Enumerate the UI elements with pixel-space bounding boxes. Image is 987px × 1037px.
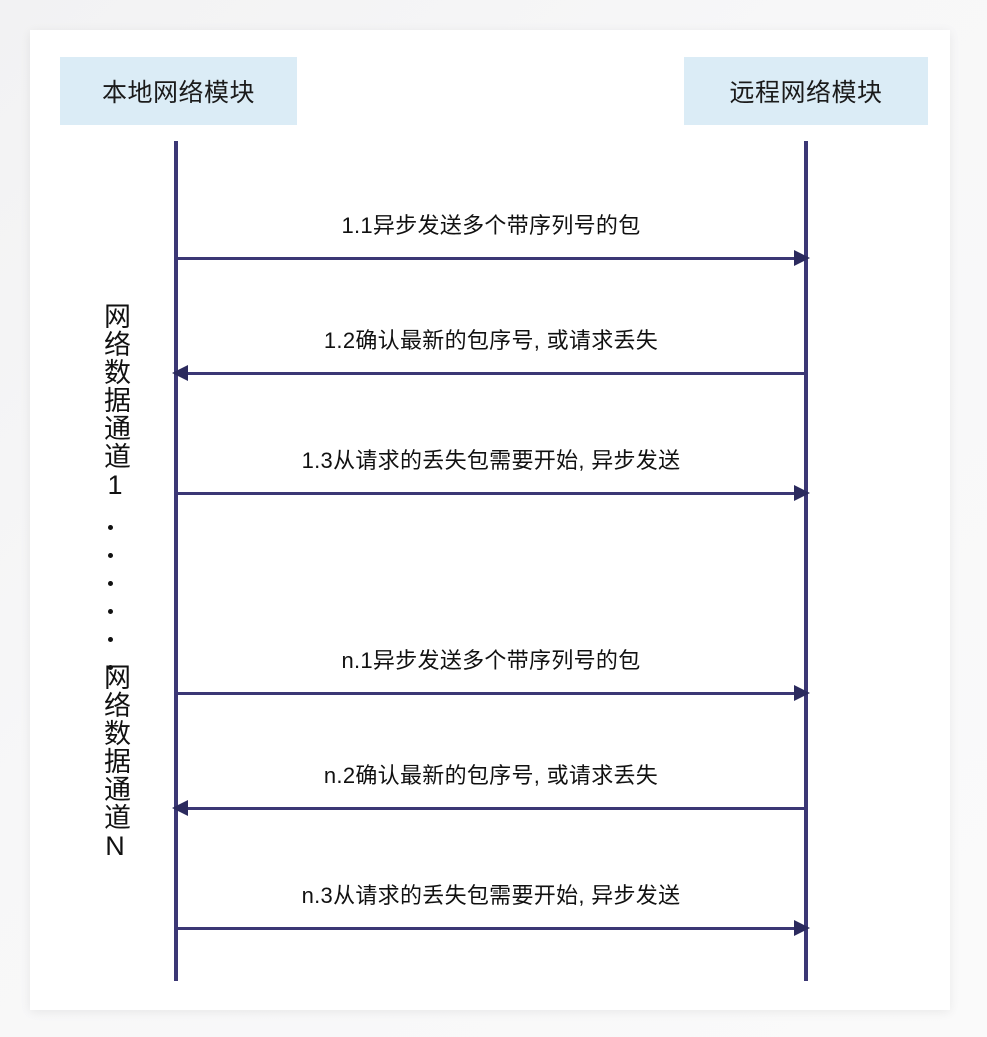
message-line [174, 927, 808, 930]
ellipsis-dot [107, 525, 113, 530]
message-label-1-3: 1.3从请求的丢失包需要开始, 异步发送 [301, 448, 681, 473]
message-label-1-2: 1.2确认最新的包序号, 或请求丢失 [323, 328, 659, 353]
lifeline-remote [804, 141, 808, 981]
arrow-head-right-icon [794, 485, 810, 501]
arrow-head-right-icon [794, 920, 810, 936]
message-line [174, 372, 808, 375]
message-line [174, 492, 808, 495]
message-arrow-n-2[interactable]: n.2确认最新的包序号, 或请求丢失 [172, 758, 808, 816]
message-line [174, 692, 808, 695]
ellipsis-dot [107, 553, 113, 558]
arrow-head-left-icon [172, 365, 188, 381]
message-arrow-n-1[interactable]: n.1异步发送多个带序列号的包 [174, 643, 810, 701]
group-label-channel-1: 网络数据通道1 [100, 302, 130, 501]
ellipsis-dot [107, 581, 113, 586]
diagram-canvas: 本地网络模块 远程网络模块 网络数据通道1 网络数据通道N 1.1异步发送多个带… [30, 30, 950, 1010]
participant-box-remote[interactable]: 远程网络模块 [684, 57, 928, 125]
message-label-n-3: n.3从请求的丢失包需要开始, 异步发送 [301, 883, 681, 908]
participant-label-remote: 远程网络模块 [729, 79, 883, 107]
arrow-head-right-icon [794, 685, 810, 701]
message-arrow-n-3[interactable]: n.3从请求的丢失包需要开始, 异步发送 [174, 878, 810, 936]
ellipsis-dots [92, 525, 128, 670]
participant-label-local: 本地网络模块 [101, 79, 255, 107]
participant-box-local[interactable]: 本地网络模块 [60, 57, 297, 125]
message-arrow-1-1[interactable]: 1.1异步发送多个带序列号的包 [174, 208, 810, 266]
ellipsis-dot [107, 665, 113, 670]
arrow-head-left-icon [172, 800, 188, 816]
ellipsis-dot [107, 609, 113, 614]
lifeline-local [174, 141, 178, 981]
message-label-n-1: n.1异步发送多个带序列号的包 [341, 648, 641, 673]
message-line [174, 807, 808, 810]
message-label-n-2: n.2确认最新的包序号, 或请求丢失 [323, 763, 659, 788]
message-arrow-1-2[interactable]: 1.2确认最新的包序号, 或请求丢失 [172, 323, 808, 381]
group-label-channel-n: 网络数据通道N [100, 663, 130, 862]
message-arrow-1-3[interactable]: 1.3从请求的丢失包需要开始, 异步发送 [174, 443, 810, 501]
arrow-head-right-icon [794, 250, 810, 266]
message-line [174, 257, 808, 260]
message-label-1-1: 1.1异步发送多个带序列号的包 [341, 213, 641, 238]
ellipsis-dot [107, 637, 113, 642]
